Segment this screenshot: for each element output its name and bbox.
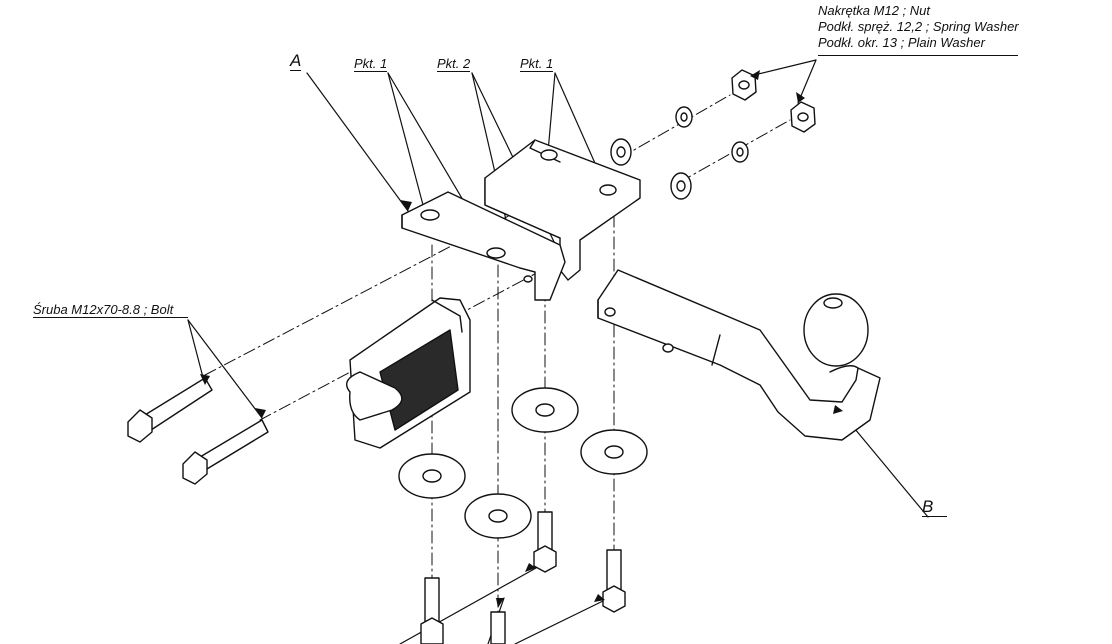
tow-bar: [597, 269, 881, 441]
pkt1-left-label: Pkt. 1: [354, 56, 388, 72]
plain-washer-label: Podkł. okr. 13 ; Plain Washer: [818, 36, 1018, 56]
nut-label: Nakrętka M12 ; Nut: [818, 3, 930, 18]
lower-washers: [398, 387, 648, 539]
part-a-label: A: [290, 51, 302, 71]
arrow-heads: [200, 70, 843, 608]
socket-plate: [346, 297, 471, 449]
spring-washer-label: Podkł. spręż. 12,2 ; Spring Washer: [818, 19, 1019, 34]
bracket-right: [484, 139, 641, 281]
vertical-bolts: [420, 511, 626, 644]
bracket-a: [401, 191, 566, 301]
pkt1-right-label: Pkt. 1: [520, 56, 554, 72]
bolts-left: [127, 377, 269, 485]
pkt2-label: Pkt. 2: [437, 56, 471, 72]
part-b-label: B: [922, 498, 948, 517]
bolt-label: Śruba M12x70-8.8 ; Bolt: [33, 303, 188, 318]
upper-washers: [610, 69, 816, 200]
